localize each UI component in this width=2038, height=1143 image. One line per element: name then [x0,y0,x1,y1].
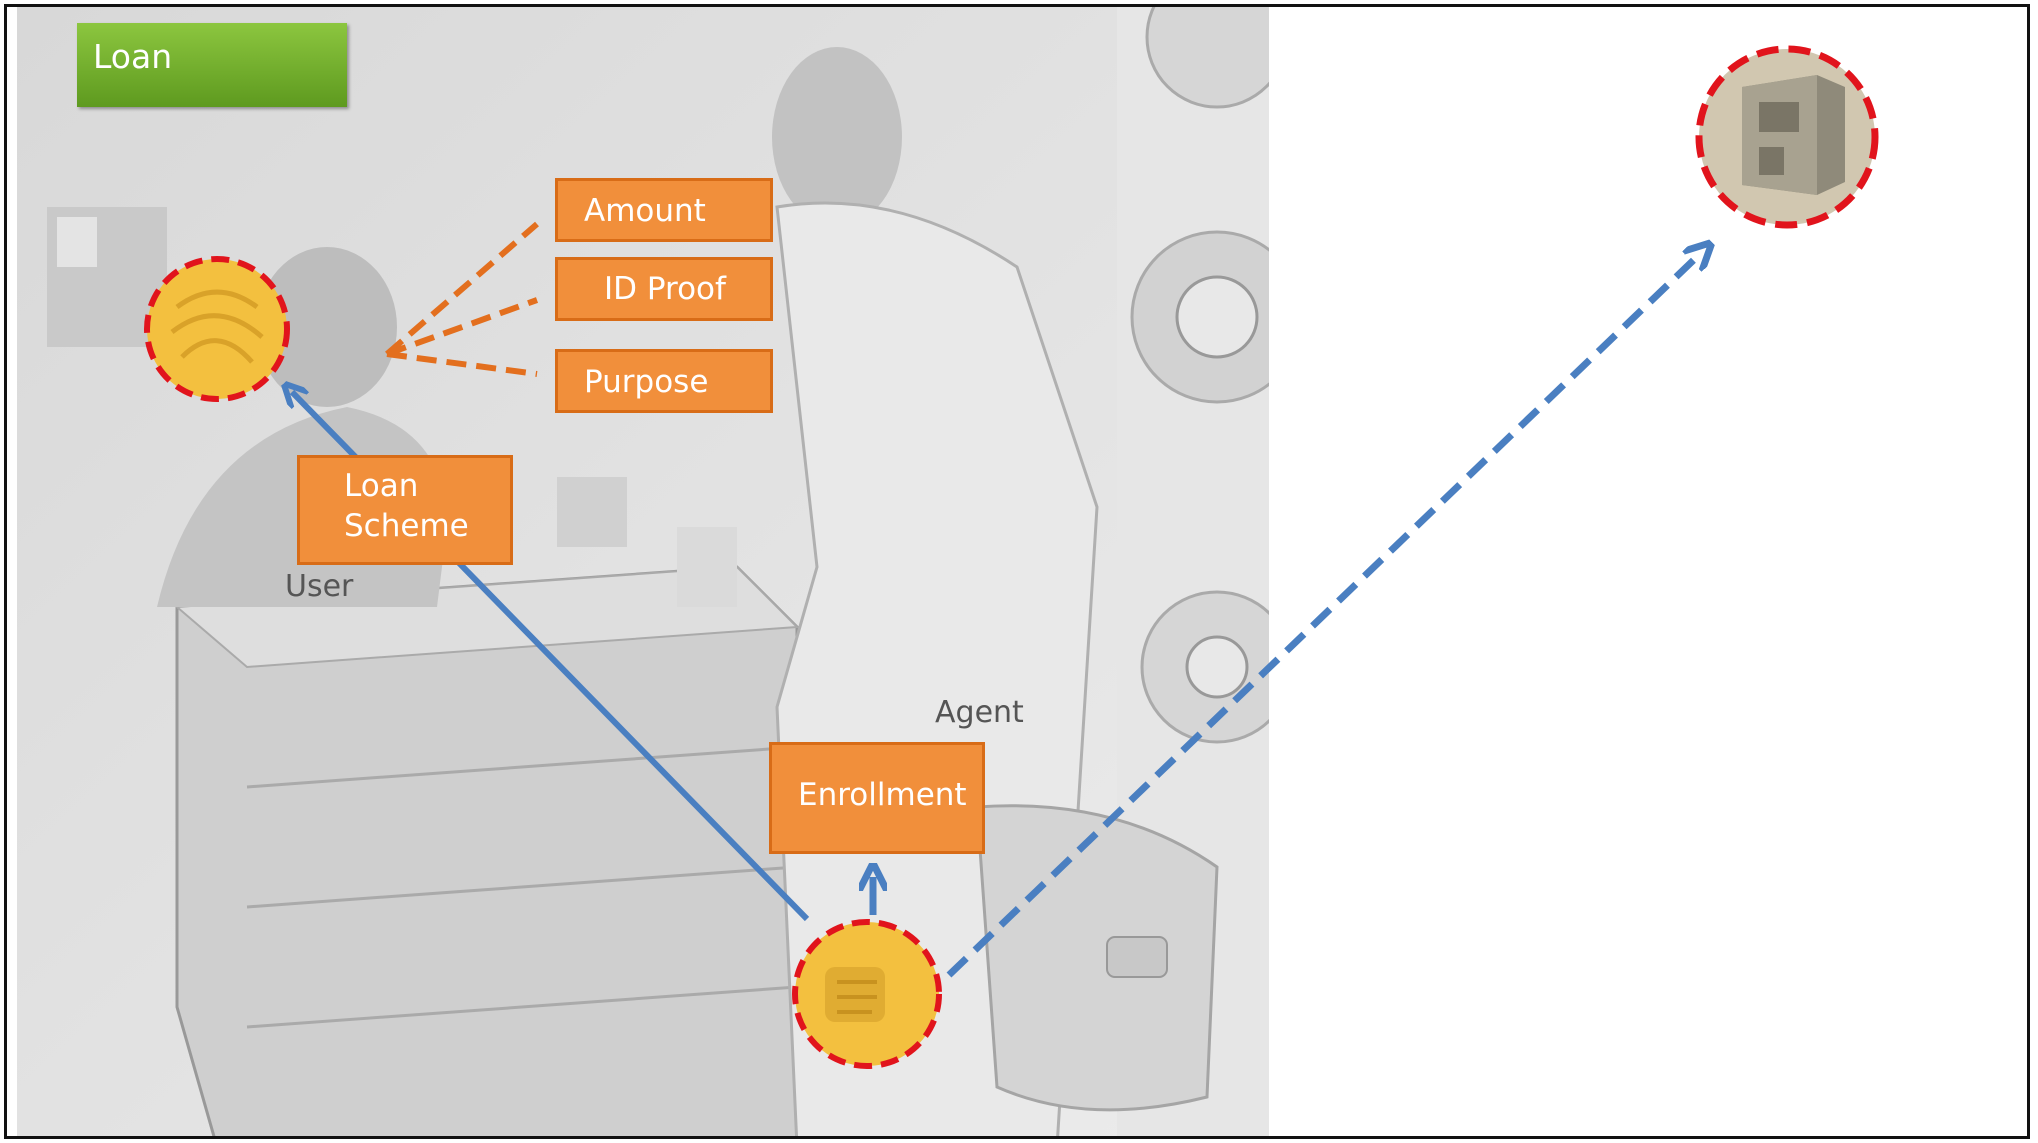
dash-to-purpose [387,354,537,374]
slide-title: Loan [77,23,347,107]
purpose-box: Purpose [555,349,773,413]
fingerprint-token-icon [795,922,939,1066]
fingerprint-token-icon [147,259,287,399]
server-icon [1699,49,1875,225]
agent-label: Agent [935,695,1024,730]
dash-to-id-proof [387,300,537,354]
loan-scheme-label-line2: Scheme [344,506,510,546]
id-proof-box: ID Proof [555,257,773,321]
loan-scheme-box: Loan Scheme [297,455,513,565]
user-label: User [285,569,353,604]
slide-frame: Loan Amount ID Proof Purpose Loan Scheme… [4,4,2030,1139]
enrollment-box: Enrollment [769,742,985,854]
loan-scheme-label-line1: Loan [344,466,510,506]
arrow-agent-to-server [949,252,1702,975]
amount-box: Amount [555,178,773,242]
dash-to-amount [387,224,537,354]
